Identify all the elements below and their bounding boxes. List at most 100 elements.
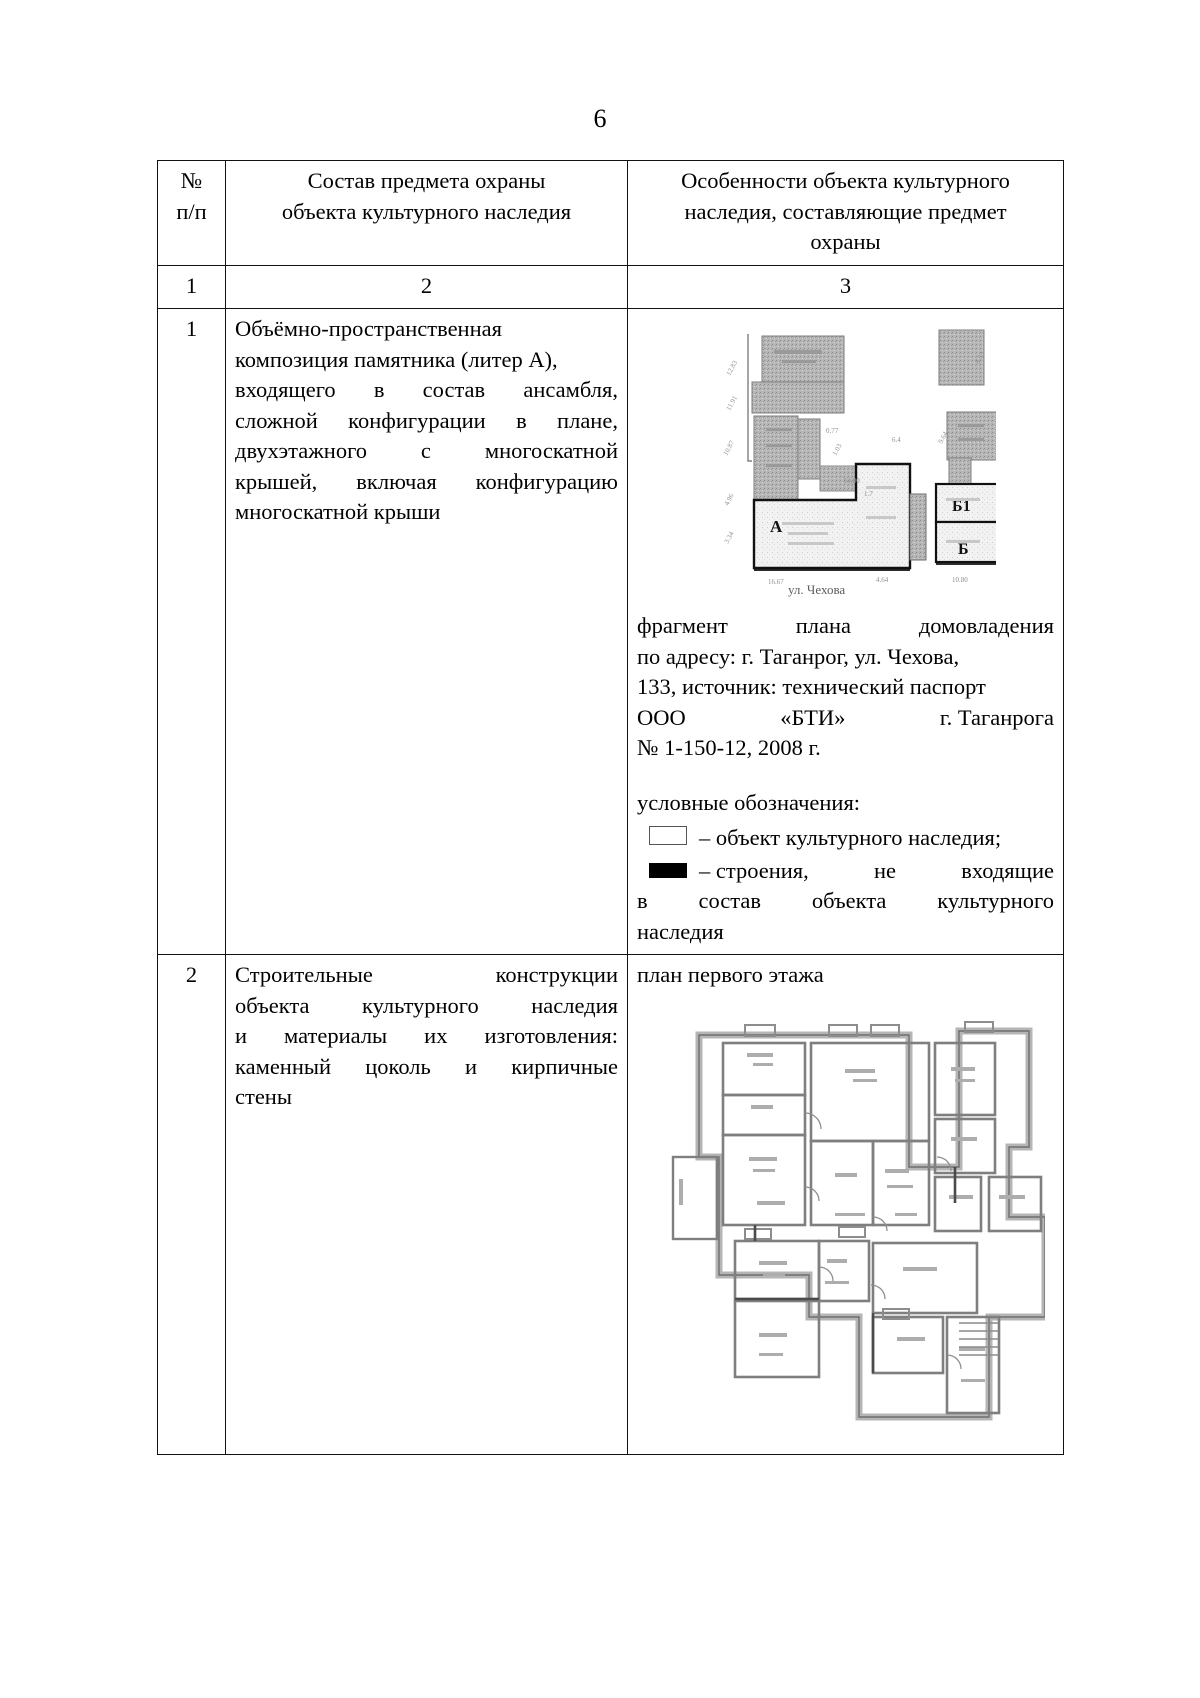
row-1-subject-line-4: сложной конфигурации в плане, [235, 406, 618, 437]
legend-swatch-filled-rectangle-icon [637, 855, 699, 885]
svg-text:10.87: 10.87 [721, 439, 736, 457]
header-cell-number: № п/п [157, 160, 226, 266]
legend-item-2-text-line-2: в состав объекта культурного [637, 886, 1054, 917]
header-subject-line-2: объекта культурного наследия [281, 198, 572, 224]
txt: входящие [961, 857, 1054, 883]
page-number: 6 [593, 104, 607, 133]
svg-text:64.00: 64.00 [844, 477, 860, 485]
txt: объекта [811, 888, 887, 913]
txt: в [373, 377, 385, 402]
column-number-row: 1 2 3 [157, 264, 1064, 309]
txt: входящего [235, 377, 336, 402]
row-1-subject-line-5: двухэтажного с многоскатной [235, 436, 618, 467]
row-2-subject-spacer [235, 1113, 618, 1263]
svg-text:1.7: 1.7 [864, 490, 873, 498]
txt: фрагмент [637, 613, 728, 638]
txt: «БТИ» [780, 704, 846, 730]
txt: конструкции [495, 962, 618, 987]
row-2-subject-line-3: и материалы их изготовления: [235, 1021, 618, 1052]
txt: включая [356, 468, 437, 494]
caption-line-4: ООО «БТИ» г. Таганрога [637, 703, 1054, 734]
txt: изготовления: [484, 1023, 618, 1048]
site-plan-label-a: А [770, 517, 783, 536]
table-row-1: 1 Объёмно-пространственная композиция па… [157, 308, 1064, 955]
header-features-line-3: охраны [810, 229, 881, 254]
legend-item-2: – строения, не входящие [637, 855, 1054, 886]
txt: каменный [235, 1053, 332, 1079]
row-1-subject-line-7: многоскатной крыши [235, 497, 618, 528]
txt: конфигурации [348, 407, 486, 433]
txt: плана [795, 613, 851, 638]
row-2-features-cell: план первого этажа [627, 954, 1064, 1455]
txt: плане, [557, 407, 618, 433]
site-plan-svg: А Б1 Б ул. Чехова 12.83 11.91 10.87 4.96… [721, 329, 996, 597]
caption-line-2: по адресу: г. Таганрог, ул. Чехова, [637, 643, 960, 669]
txt: не [873, 857, 897, 883]
row-1-subject-line-3: входящего в состав ансамбля, [235, 375, 618, 406]
column-number-2: 2 [225, 264, 628, 309]
row-2-subject-line-4: каменный цоколь и кирпичные [235, 1052, 618, 1083]
txt: ансамбля, [523, 377, 618, 402]
svg-text:4.96: 4.96 [722, 492, 735, 507]
site-plan-label-street: ул. Чехова [788, 582, 845, 597]
table-row-2: 2 Строительные конструкции объекта культ… [157, 954, 1064, 1455]
site-plan-figure: А Б1 Б ул. Чехова 12.83 11.91 10.87 4.96… [637, 316, 1054, 601]
caption-line-3: 133, источник: технический паспорт [637, 674, 986, 699]
txt: состав [698, 888, 761, 913]
row-1-features-cell: А Б1 Б ул. Чехова 12.83 11.91 10.87 4.96… [627, 308, 1064, 955]
txt: многоскатной [484, 438, 618, 463]
row-2-number: 2 [157, 954, 226, 1455]
txt: Строительные [235, 962, 373, 987]
txt: ООО [637, 704, 686, 730]
txt: состав [422, 377, 486, 402]
first-floor-plan-svg [671, 1020, 1045, 1420]
txt: культурного [361, 992, 479, 1018]
txt: – строения, [699, 857, 809, 883]
txt: цоколь [365, 1053, 431, 1079]
txt: с [420, 438, 431, 463]
header-subject-line-1: Состав предмета охраны [307, 168, 546, 193]
txt: объекта [235, 992, 310, 1018]
txt: Объёмно-пространственная [235, 316, 502, 341]
txt: домовладения [918, 613, 1054, 638]
legend-item-1-text: – объект культурного наследия; [699, 824, 1002, 850]
row-2-figure-title: план первого этажа [637, 962, 824, 987]
svg-text:4.64: 4.64 [876, 576, 889, 584]
row-2-subject-line-2: объекта культурного наследия [235, 991, 618, 1022]
site-plan-label-b1: Б1 [952, 498, 971, 515]
txt: конфигурацию [475, 468, 618, 494]
svg-text:12.83: 12.83 [724, 359, 739, 377]
txt: композиция памятника (литер А), [235, 346, 558, 372]
header-cell-features: Особенности объекта культурного наследия… [627, 160, 1064, 266]
txt: крышей, [235, 468, 318, 494]
header-cell-subject: Состав предмета охраны объекта культурно… [225, 160, 628, 266]
legend-title: условные обозначения: [637, 789, 861, 815]
txt: кирпичные [511, 1053, 618, 1079]
header-number-line-2: п/п [176, 198, 207, 224]
svg-text:0.77: 0.77 [826, 427, 839, 435]
svg-text:1.03: 1.03 [830, 442, 843, 457]
txt: в [516, 407, 527, 433]
caption-line-1: фрагмент плана домовладения [637, 611, 1054, 642]
svg-text:11.91: 11.91 [724, 394, 739, 412]
column-number-3: 3 [627, 264, 1064, 309]
txt: культурного [937, 888, 1054, 913]
svg-text:10.80: 10.80 [952, 576, 968, 584]
row-1-subject-line-2: композиция памятника (литер А), [235, 345, 618, 376]
legend-swatch-open-rectangle-icon [637, 820, 699, 850]
caption-line-5: № 1-150-12, 2008 г. [637, 735, 821, 760]
txt: двухэтажного [235, 438, 368, 463]
txt: в [637, 888, 648, 913]
svg-text:3.34: 3.34 [722, 530, 735, 545]
row-2-subject-line-5: стены [235, 1084, 292, 1109]
txt: г. Таганрога [939, 704, 1054, 730]
txt: сложной [235, 407, 318, 433]
table-header-row: № п/п Состав предмета охраны объекта кул… [157, 160, 1064, 266]
site-plan-caption: фрагмент плана домовладения по адресу: г… [637, 611, 1054, 764]
legend-item-2-text-line-1: – строения, не входящие [699, 856, 1054, 887]
svg-text:16.67: 16.67 [768, 578, 784, 586]
row-2-subject-line-1: Строительные конструкции [235, 960, 618, 991]
row-1-subject-line-1: Объёмно-пространственная [235, 314, 618, 345]
svg-text:6.4: 6.4 [892, 436, 901, 444]
